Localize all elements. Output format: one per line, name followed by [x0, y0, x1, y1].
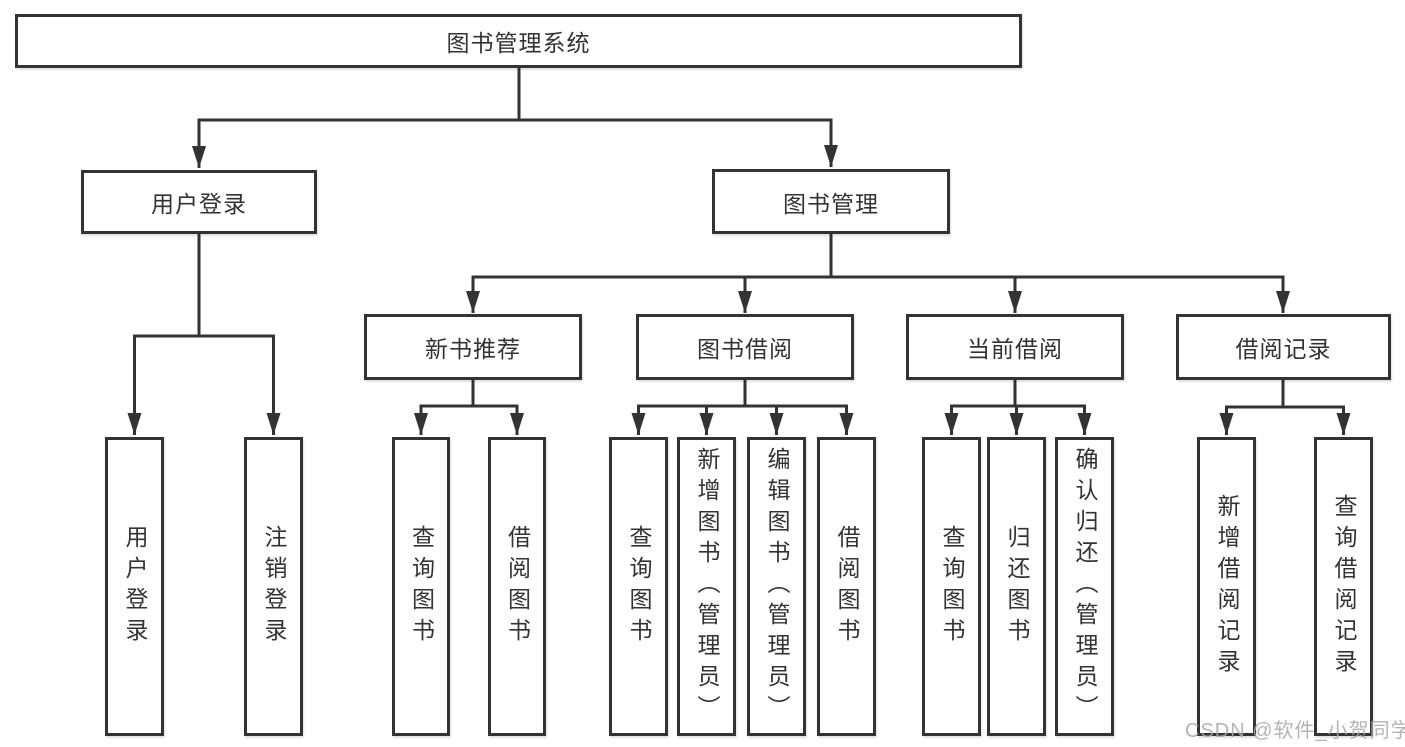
node-borrowing-records-label: 借阅记录: [1235, 336, 1332, 362]
leaf-query-books-current: 查询图书: [922, 437, 981, 736]
leaf-add-borrow-record: 新增借阅记录: [1197, 437, 1256, 736]
connector-book-borrowing-children: [631, 380, 854, 435]
leaf-confirm-return-admin: 确认归还（管理员）: [1055, 437, 1114, 736]
leaf-borrow-books-borrowing-label: 借阅图书: [834, 524, 860, 649]
node-book-borrowing-label: 图书借阅: [697, 336, 793, 362]
leaf-add-borrow-record-label: 新增借阅记录: [1214, 493, 1240, 680]
node-library-management-system: 图书管理系统: [15, 14, 1022, 68]
node-borrowing-records: 借阅记录: [1176, 314, 1391, 380]
leaf-query-books-recommend: 查询图书: [392, 437, 450, 736]
node-book-borrowing: 图书借阅: [636, 314, 854, 380]
connector-new-book-recommend-children: [414, 380, 524, 435]
leaf-user-login-label: 用户登录: [122, 524, 148, 649]
leaf-logout-label: 注销登录: [261, 524, 287, 649]
leaf-borrow-books-recommend: 借阅图书: [488, 437, 546, 736]
leaf-query-books-borrowing-label: 查询图书: [626, 524, 652, 649]
leaf-query-books-current-label: 查询图书: [939, 524, 965, 649]
node-user-login: 用户登录: [81, 170, 317, 234]
leaf-return-books: 归还图书: [987, 437, 1046, 736]
leaf-borrow-books-borrowing: 借阅图书: [817, 437, 876, 736]
leaf-query-borrow-record: 查询借阅记录: [1314, 437, 1373, 736]
node-current-borrowing-label: 当前借阅: [967, 336, 1063, 362]
connector-user-login-children: [127, 234, 281, 435]
connector-book-management-groups: [466, 234, 1290, 313]
leaf-borrow-books-recommend-label: 借阅图书: [504, 524, 531, 649]
node-user-login-label: 用户登录: [151, 191, 247, 217]
connector-current-borrowing-children: [944, 380, 1092, 435]
leaf-add-books-admin-label: 新增图书（管理员）: [694, 447, 720, 726]
node-current-borrowing: 当前借阅: [906, 314, 1124, 380]
leaf-add-books-admin: 新增图书（管理员）: [677, 437, 736, 736]
leaf-edit-books-admin: 编辑图书（管理员）: [747, 437, 806, 736]
leaf-query-books-borrowing: 查询图书: [609, 437, 668, 736]
leaf-user-login: 用户登录: [105, 437, 164, 736]
node-book-management: 图书管理: [712, 169, 950, 234]
leaf-confirm-return-admin-label: 确认归还（管理员）: [1072, 447, 1098, 726]
csdn-watermark: CSDN @软件_小贺同学: [1185, 720, 1405, 742]
node-library-management-system-label: 图书管理系统: [446, 30, 591, 56]
leaf-edit-books-admin-label: 编辑图书（管理员）: [764, 447, 790, 726]
connector-borrowing-records-children: [1219, 380, 1351, 435]
node-book-management-label: 图书管理: [783, 190, 879, 217]
connector-root-to-level2: [192, 68, 838, 168]
leaf-query-borrow-record-label: 查询借阅记录: [1331, 493, 1357, 680]
leaf-logout: 注销登录: [244, 437, 303, 736]
node-new-book-recommend-label: 新书推荐: [425, 336, 521, 362]
leaf-return-books-label: 归还图书: [1004, 524, 1030, 649]
leaf-query-books-recommend-label: 查询图书: [408, 524, 435, 649]
node-new-book-recommend: 新书推荐: [364, 314, 582, 380]
